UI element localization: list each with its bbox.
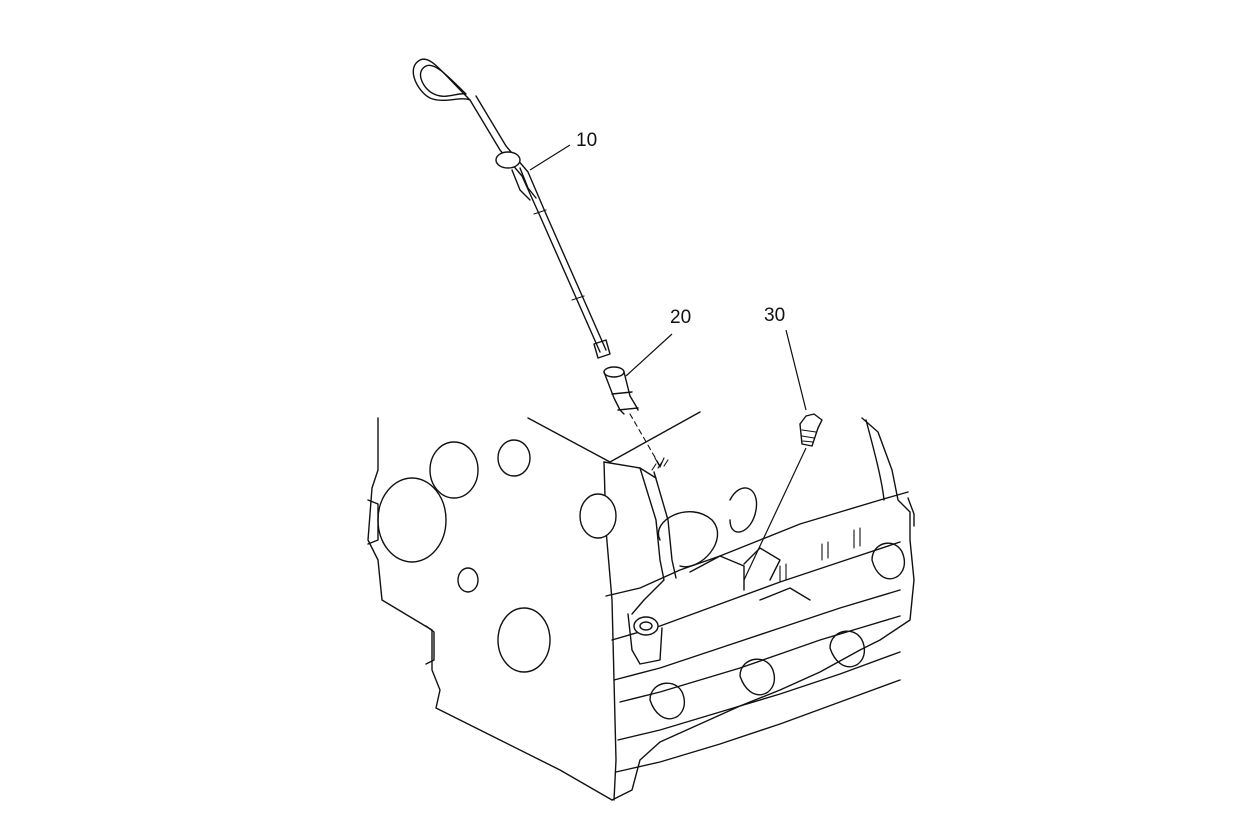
leader-line-30 [785, 329, 807, 411]
dipstick-icon [412, 58, 611, 359]
leader-line-10 [529, 144, 571, 171]
callout-10: 10 [576, 130, 597, 151]
leader-line-20 [625, 333, 673, 377]
leader-line-30-to-block [743, 447, 807, 581]
dipstick-tube-icon [603, 366, 665, 469]
callout-30: 30 [764, 305, 785, 326]
engine-block-icon [367, 411, 915, 801]
plug-icon [799, 413, 823, 447]
callout-20: 20 [670, 307, 691, 328]
